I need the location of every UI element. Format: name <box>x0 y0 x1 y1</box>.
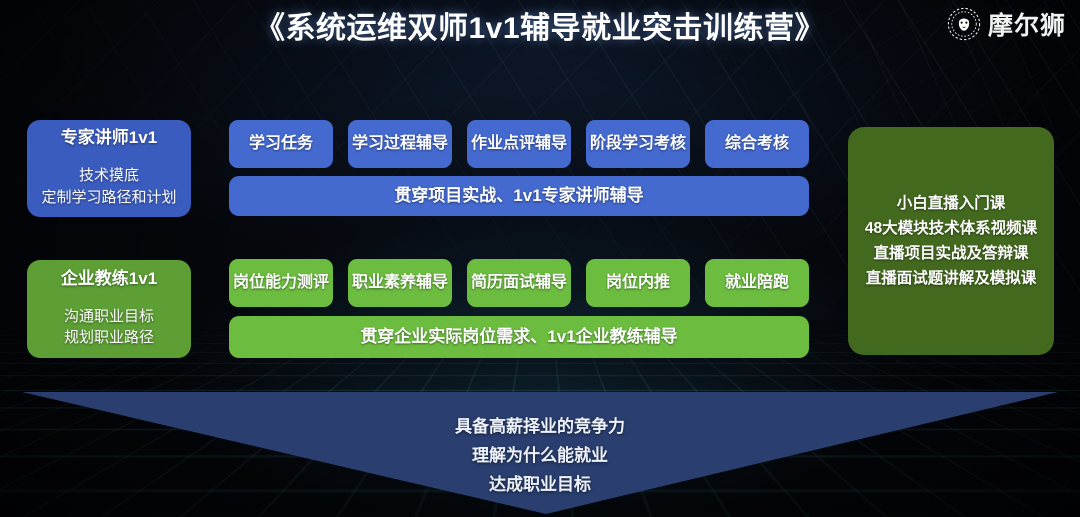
chip-green-1[interactable]: 岗位能力测评 <box>229 259 333 307</box>
outcome-line-1: 具备高薪择业的竞争力 <box>455 417 625 436</box>
chip-blue-3[interactable]: 作业点评辅导 <box>467 120 571 168</box>
outcome-banner: 具备高薪择业的竞争力 理解为什么能就业 达成职业目标 <box>0 392 1080 517</box>
course-line-1: 小白直播入门课 <box>896 194 1006 212</box>
outcome-line-3: 达成职业目标 <box>489 475 591 495</box>
lion-head-emblem-icon <box>947 7 981 41</box>
course-line-2: 48大模块技术体系视频课 <box>864 219 1038 237</box>
panel-enterprise-coach-title: 企业教练1v1 <box>60 268 158 288</box>
chip-green-2[interactable]: 职业素养辅导 <box>348 259 452 307</box>
bar-blue-summary[interactable]: 贯穿项目实战、1v1专家讲师辅导 <box>229 176 809 216</box>
panel-expert-instructor-title: 专家讲师1v1 <box>60 128 158 148</box>
chip-blue-4[interactable]: 阶段学习考核 <box>586 120 690 168</box>
course-line-3: 直播项目实战及答辩课 <box>873 245 1029 262</box>
course-line-4: 直播面试题讲解及模拟课 <box>865 270 1037 288</box>
chip-green-5[interactable]: 就业陪跑 <box>705 259 809 307</box>
panel-enterprise-coach[interactable]: 企业教练1v1 沟通职业目标 规划职业路径 <box>27 260 191 358</box>
panel-expert-instructor-line1: 技术摸底 <box>78 167 139 185</box>
page-title: 《系统运维双师1v1辅导就业突击训练营》 <box>254 12 826 45</box>
panel-expert-instructor[interactable]: 专家讲师1v1 技术摸底 定制学习路径和计划 <box>27 120 191 217</box>
chip-green-4[interactable]: 岗位内推 <box>586 259 690 307</box>
brand-logo: 摩尔狮 <box>947 6 1066 42</box>
bar-green-summary[interactable]: 贯穿企业实际岗位需求、1v1企业教练辅导 <box>229 316 809 358</box>
panel-enterprise-coach-line1: 沟通职业目标 <box>63 307 154 325</box>
panel-enterprise-coach-line2: 规划职业路径 <box>63 329 154 347</box>
brand-name: 摩尔狮 <box>987 12 1066 40</box>
chip-green-3[interactable]: 简历面试辅导 <box>467 259 571 307</box>
header: 《系统运维双师1v1辅导就业突击训练营》 摩尔狮 <box>0 0 1080 52</box>
panel-course-list[interactable]: 小白直播入门课 48大模块技术体系视频课 直播项目实战及答辩课 直播面试题讲解及… <box>848 127 1054 355</box>
outcome-line-2: 理解为什么能就业 <box>472 446 608 466</box>
chip-blue-2[interactable]: 学习过程辅导 <box>348 120 452 168</box>
panel-expert-instructor-line2: 定制学习路径和计划 <box>41 188 177 206</box>
chip-blue-5[interactable]: 综合考核 <box>705 120 809 168</box>
chip-blue-1[interactable]: 学习任务 <box>229 120 333 168</box>
